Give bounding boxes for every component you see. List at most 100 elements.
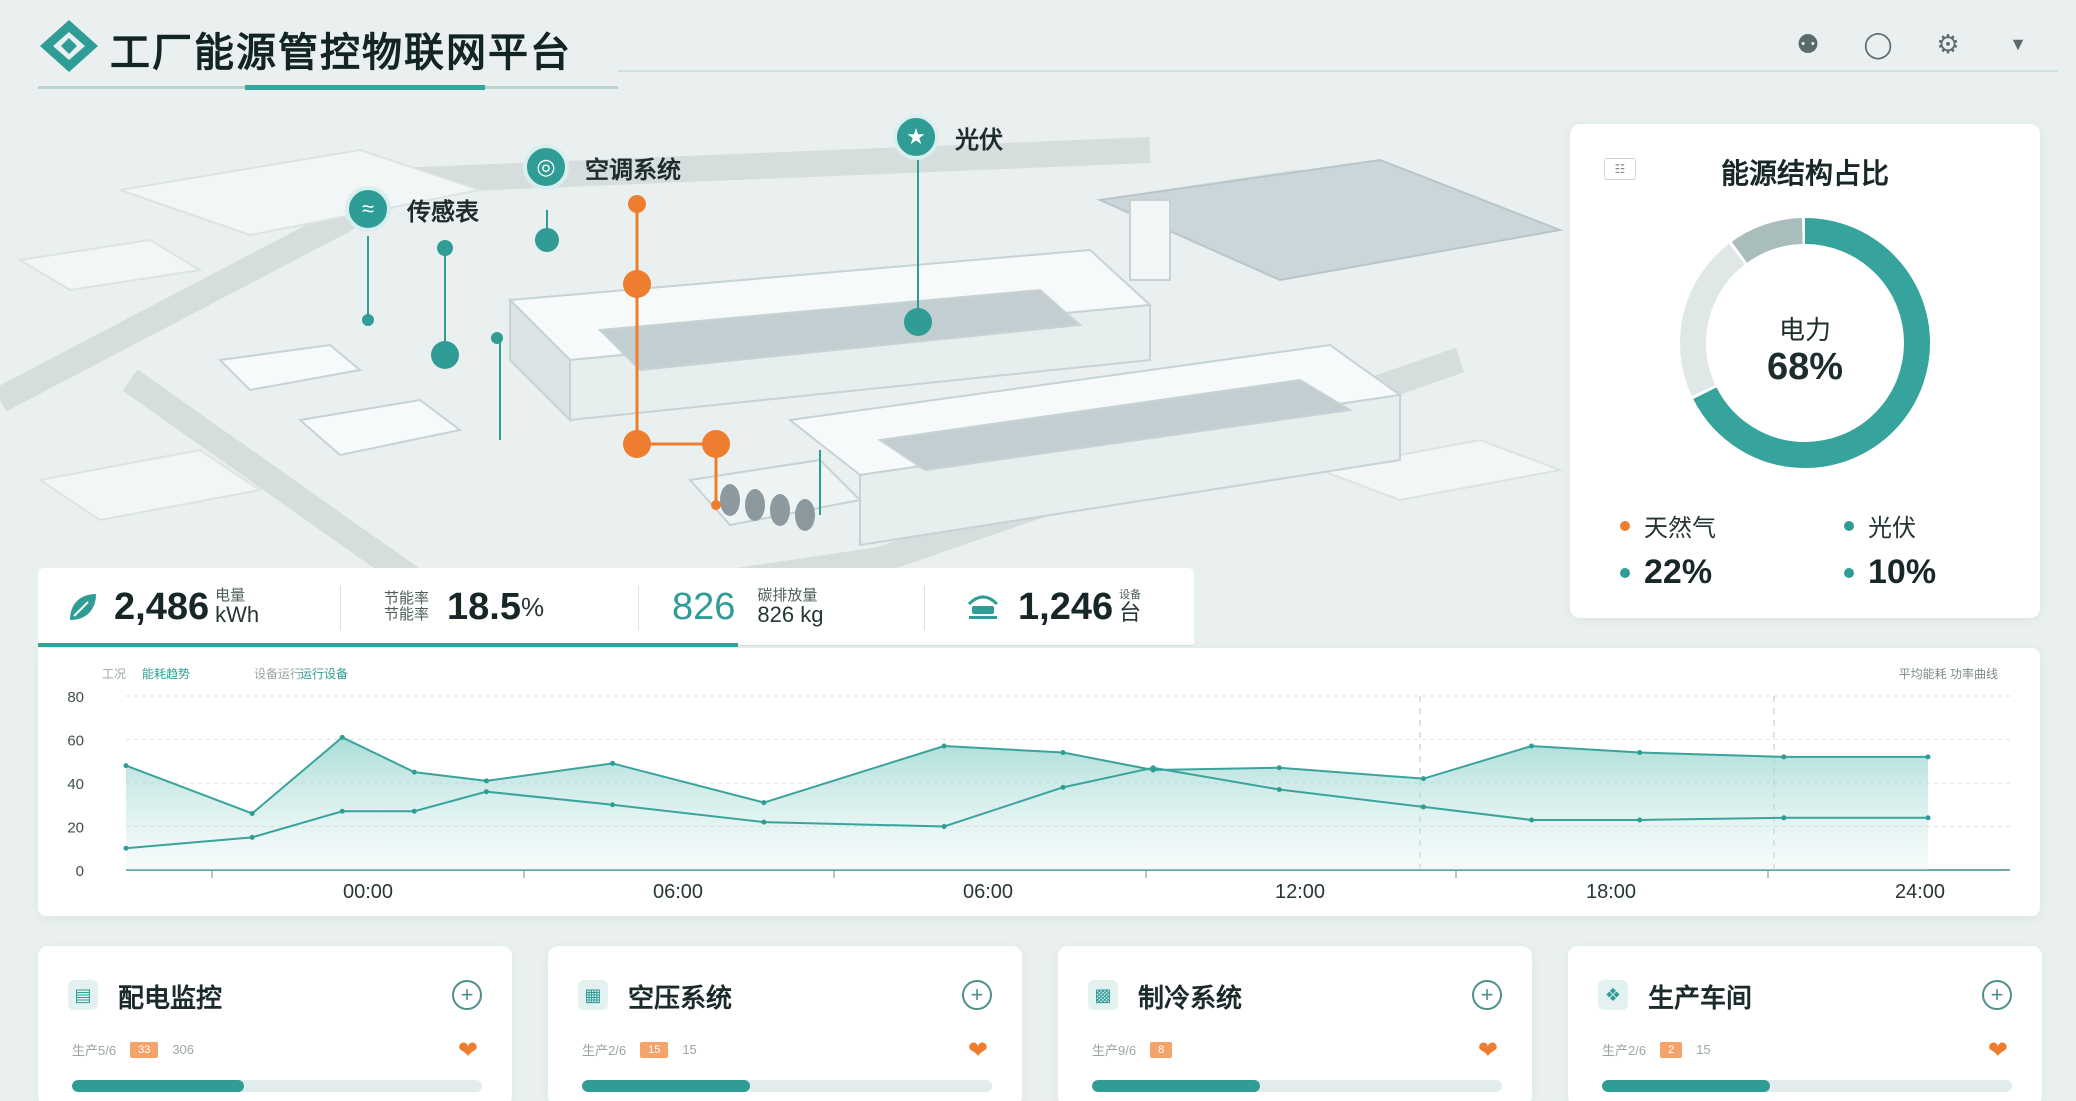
card-compressed-air[interactable]: ▦ 空压系统 + 生产2/6 15 15 ❤ bbox=[548, 946, 1022, 1101]
add-button[interactable]: + bbox=[1982, 980, 2012, 1010]
wifi-icon: ≈ bbox=[345, 186, 391, 232]
card-title: 生产车间 bbox=[1648, 983, 1753, 1013]
kpi-strip: 2,486 电量 kWh 节能率 节能率 18.5 % 826 碳排放量 826… bbox=[38, 568, 1194, 646]
data-point bbox=[1420, 804, 1426, 810]
data-point bbox=[123, 845, 129, 851]
legend-value: 10% bbox=[1868, 553, 1937, 591]
legend-name: 天然气 bbox=[1644, 515, 1716, 542]
card-badge: 33 bbox=[130, 1041, 159, 1058]
heart-icon[interactable]: ❤ bbox=[457, 1037, 478, 1064]
callout-sensor[interactable]: ≈ 传感表 bbox=[345, 186, 479, 232]
card-meta: 生产2/6 15 15 bbox=[582, 1040, 697, 1059]
callout-ac[interactable]: ◎ 空调系统 bbox=[523, 144, 681, 190]
heart-icon[interactable]: ❤ bbox=[967, 1037, 988, 1064]
data-point bbox=[1060, 784, 1066, 790]
donut-center-value: 68% bbox=[1766, 346, 1844, 388]
solar-icon: ★ bbox=[893, 114, 939, 160]
x-tick-label: 06:00 bbox=[653, 881, 703, 903]
data-point bbox=[249, 810, 255, 816]
chart-legend-text: 能耗趋势 bbox=[142, 667, 190, 681]
data-point bbox=[249, 834, 255, 840]
data-point bbox=[1637, 817, 1643, 823]
header-divider-right bbox=[618, 70, 2058, 72]
chevron-down-icon[interactable]: ▼ bbox=[2009, 34, 2027, 54]
chart-legend-right: 平均能耗 功率曲线 bbox=[1899, 666, 1998, 681]
legend-value: 22% bbox=[1644, 553, 1713, 591]
data-point bbox=[1781, 754, 1787, 760]
card-meta-text: 15 bbox=[1696, 1042, 1711, 1057]
heart-icon[interactable]: ❤ bbox=[1477, 1037, 1498, 1064]
card-title: 制冷系统 bbox=[1138, 983, 1243, 1013]
kpi-divider bbox=[340, 586, 341, 630]
data-point bbox=[339, 808, 345, 814]
kpi-carbon[interactable]: 826 碳排放量 826 kg bbox=[672, 568, 823, 646]
card-meta: 生产9/6 8 bbox=[1092, 1040, 1186, 1059]
leaf-icon bbox=[70, 594, 96, 620]
kpi-value: 2,486 bbox=[114, 585, 210, 628]
card-progress-bar bbox=[72, 1080, 482, 1092]
workshop-icon: ❖ bbox=[1598, 980, 1628, 1010]
add-button[interactable]: + bbox=[962, 980, 992, 1010]
data-point bbox=[761, 819, 767, 825]
legend-gas: 天然气 22% bbox=[1620, 508, 1716, 592]
data-point bbox=[1925, 754, 1931, 760]
data-point bbox=[610, 760, 616, 766]
callout-label: 光伏 bbox=[955, 126, 1003, 154]
y-tick-label: 40 bbox=[67, 776, 84, 793]
logo-icon bbox=[40, 20, 98, 72]
series-line bbox=[125, 736, 1928, 815]
legend-dot bbox=[1620, 520, 1630, 531]
card-title: 配电监控 bbox=[118, 983, 223, 1013]
y-tick-label: 0 bbox=[76, 863, 84, 880]
kpi-devices[interactable]: 1,246 设备 台 bbox=[966, 568, 1141, 646]
data-point bbox=[941, 743, 947, 749]
progress-fill bbox=[582, 1080, 751, 1092]
kpi-sub-value: 826 kg bbox=[757, 602, 824, 628]
kpi-divider bbox=[924, 586, 925, 630]
fridge-icon: ▩ bbox=[1088, 980, 1118, 1010]
progress-fill bbox=[72, 1080, 245, 1092]
user-icon[interactable]: ⚉ bbox=[1796, 29, 1820, 59]
card-meta: 生产2/6 2 15 bbox=[1602, 1040, 1711, 1059]
notification-icon[interactable]: ◯ bbox=[1863, 29, 1893, 59]
card-production-workshop[interactable]: ❖ 生产车间 + 生产2/6 2 15 ❤ bbox=[1568, 946, 2042, 1101]
data-point bbox=[483, 789, 489, 795]
kpi-unit: % bbox=[520, 591, 545, 622]
app-header: 工厂能源管控物联网平台 ⚉ ◯ ⚙ ▼ bbox=[0, 0, 2076, 90]
card-progress-bar bbox=[1602, 1080, 2012, 1092]
data-point bbox=[941, 824, 947, 829]
donut-center-label: 电力 bbox=[1778, 315, 1831, 345]
settings-icon[interactable]: ⚙ bbox=[1936, 29, 1960, 59]
data-point bbox=[761, 800, 767, 806]
card-title: 空压系统 bbox=[628, 983, 733, 1013]
header-actions: ⚉ ◯ ⚙ ▼ bbox=[1790, 26, 2036, 62]
data-point bbox=[1420, 776, 1426, 782]
kpi-power[interactable]: 2,486 电量 kWh bbox=[66, 568, 259, 646]
card-badge: 8 bbox=[1150, 1041, 1173, 1058]
data-point bbox=[1060, 750, 1066, 756]
card-meta: 生产5/6 33 306 bbox=[72, 1040, 194, 1059]
x-tick-label: 00:00 bbox=[343, 881, 393, 903]
add-button[interactable]: + bbox=[452, 980, 482, 1010]
data-point bbox=[411, 808, 417, 814]
chart-legend-text: 运行设备 bbox=[300, 667, 348, 681]
data-point bbox=[1781, 815, 1787, 821]
card-refrigeration[interactable]: ▩ 制冷系统 + 生产9/6 8 ❤ bbox=[1058, 946, 1532, 1101]
calculator-icon: ▦ bbox=[578, 980, 608, 1010]
panel-menu-icon[interactable]: ☷ bbox=[1604, 158, 1636, 180]
kpi-divider bbox=[638, 586, 639, 630]
kpi-saving-rate[interactable]: 节能率 节能率 18.5 % bbox=[378, 568, 544, 646]
chart-legend-text: 工况 bbox=[102, 667, 126, 681]
x-tick-label: 24:00 bbox=[1895, 881, 1945, 903]
card-meta-text: 15 bbox=[682, 1042, 697, 1057]
donut-segment bbox=[1680, 218, 1930, 468]
add-button[interactable]: + bbox=[1472, 980, 1502, 1010]
card-progress-bar bbox=[582, 1080, 992, 1092]
callout-solar[interactable]: ★ 光伏 bbox=[893, 114, 1003, 160]
y-tick-label: 80 bbox=[67, 689, 84, 706]
panel-title: 能源结构占比 bbox=[1720, 158, 1889, 189]
data-point bbox=[1529, 817, 1535, 823]
card-power-monitoring[interactable]: ▤ 配电监控 + 生产5/6 33 306 ❤ bbox=[38, 946, 512, 1101]
heart-icon[interactable]: ❤ bbox=[1987, 1037, 2008, 1064]
